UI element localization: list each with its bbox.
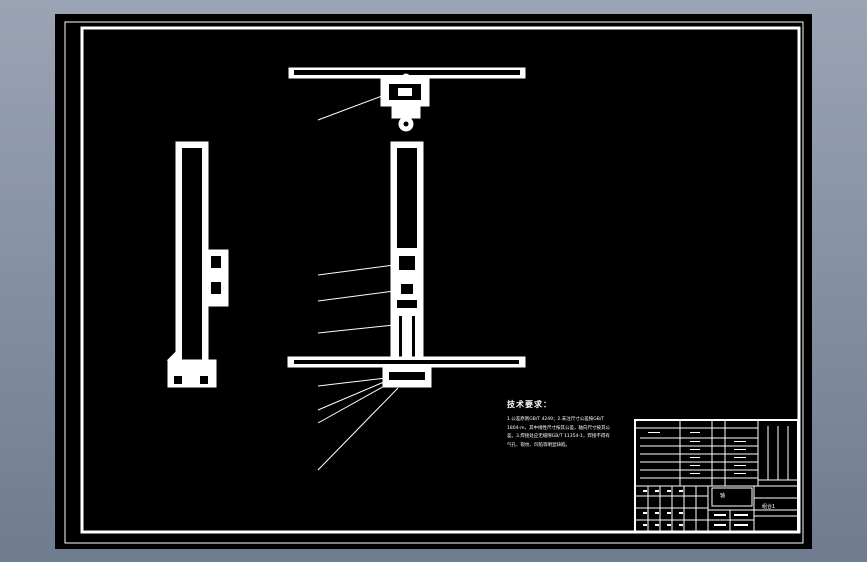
title-block-ticks (643, 432, 748, 526)
side-view (166, 141, 229, 388)
title-block-lines (634, 419, 799, 533)
technical-requirements-body: 1.公差原则GB/T 4249；2.未注尺寸公差按GB/T 1804-m，其中线… (507, 417, 610, 448)
side-base-top (167, 359, 217, 373)
technical-requirements-title: 技术要求： (507, 400, 552, 409)
title-block-name: 轴 (720, 493, 726, 499)
top-clamp (391, 105, 421, 119)
inner-frame (80, 26, 801, 534)
outer-frame (64, 21, 804, 544)
top-view (288, 67, 526, 132)
title-block-code: 组合1 (762, 504, 776, 510)
front-view (287, 141, 526, 471)
leader-line (317, 95, 383, 121)
technical-requirements: 技术要求： 1.公差原则GB/T 4249；2.未注尺寸公差按GB/T 1804… (507, 399, 611, 450)
